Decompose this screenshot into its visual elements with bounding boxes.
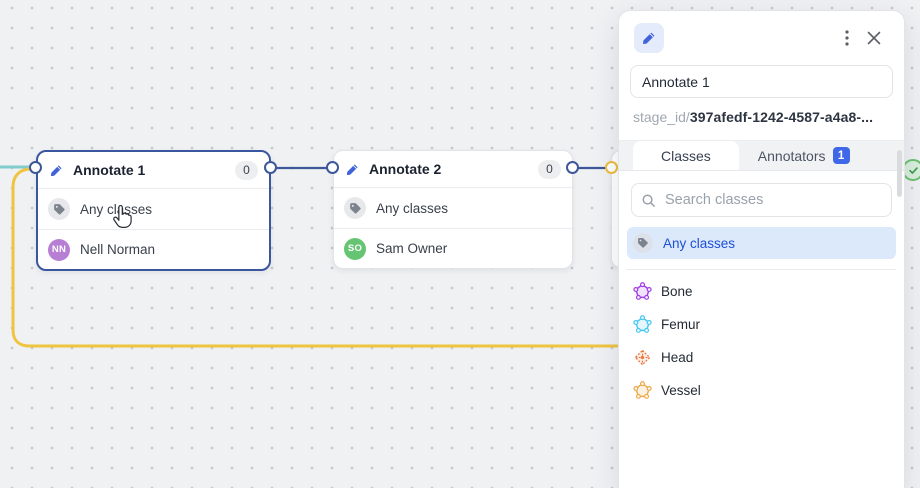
edge-yellow-loop (11, 167, 621, 348)
pencil-icon (50, 164, 62, 176)
annotators-count-badge: 1 (832, 147, 850, 164)
avatar: NN (48, 238, 70, 261)
tab-classes-label: Classes (661, 147, 711, 164)
node-annotate-2[interactable]: Annotate 2 0 Any classes SO Sam Owner (333, 150, 573, 269)
tag-icon (633, 233, 653, 253)
class-label: Femur (661, 317, 701, 332)
node-classes-row[interactable]: Any classes (38, 189, 269, 229)
port-annotate2-in[interactable] (326, 161, 339, 174)
panel-header (619, 11, 904, 63)
stage-id: stage_id/397afedf-1242-4587-a4a8-... (633, 109, 890, 125)
divider (627, 269, 896, 270)
node-title: Annotate 2 (369, 161, 442, 177)
close-icon (867, 31, 881, 45)
port-annotate1-out[interactable] (264, 161, 277, 174)
class-item-vessel[interactable]: Vessel (633, 374, 904, 407)
port-hidden-node-in[interactable] (605, 161, 618, 174)
class-item-femur[interactable]: Femur (633, 308, 904, 341)
search-icon (642, 194, 655, 207)
node-assignee-row[interactable]: NN Nell Norman (38, 229, 269, 269)
search-classes-input[interactable] (663, 191, 882, 209)
pencil-icon (643, 32, 655, 44)
stage-id-value: 397afedf-1242-4587-a4a8-... (689, 109, 874, 125)
close-panel-button[interactable] (858, 26, 890, 50)
panel-tabs: Classes Annotators 1 (619, 140, 904, 171)
port-annotate1-in[interactable] (29, 161, 42, 174)
node-annotate-1[interactable]: Annotate 1 0 Any classes NN Nell Norman (36, 150, 271, 271)
tab-annotators-label: Annotators (757, 147, 826, 164)
node-title: Annotate 1 (73, 162, 146, 178)
node-annotate-2-header[interactable]: Annotate 2 0 (334, 151, 572, 188)
tag-icon (344, 197, 366, 219)
stage-name-input[interactable] (630, 65, 893, 98)
node-annotate-1-header[interactable]: Annotate 1 0 (38, 152, 269, 189)
class-list: Bone Femur Head Vessel (619, 270, 904, 407)
port-annotate2-out[interactable] (566, 161, 579, 174)
polygon-icon (633, 282, 652, 300)
panel-scrollbar-thumb[interactable] (897, 150, 902, 197)
tag-icon (48, 198, 70, 220)
polygon-icon (633, 381, 652, 399)
class-label: Bone (661, 284, 693, 299)
class-label: Vessel (661, 383, 701, 398)
tab-classes[interactable]: Classes (633, 141, 739, 170)
keypoint-icon (634, 349, 651, 366)
search-classes-box[interactable] (631, 183, 892, 217)
class-option-any-classes[interactable]: Any classes (627, 227, 896, 259)
node-classes-label: Any classes (80, 201, 153, 217)
task-count-badge: 0 (538, 159, 561, 179)
stage-id-prefix: stage_id/ (633, 109, 690, 125)
node-classes-label: Any classes (376, 200, 449, 216)
node-assignee-row[interactable]: SO Sam Owner (334, 228, 572, 268)
polygon-icon (633, 315, 652, 333)
any-classes-label: Any classes (663, 235, 736, 251)
node-classes-row[interactable]: Any classes (334, 188, 572, 228)
stage-detail-panel: stage_id/397afedf-1242-4587-a4a8-... Cla… (618, 10, 905, 488)
class-item-head[interactable]: Head (633, 341, 904, 374)
task-count-badge: 0 (235, 160, 258, 180)
node-assignee-name: Nell Norman (80, 242, 156, 257)
class-label: Head (661, 350, 694, 365)
avatar: SO (344, 237, 366, 260)
more-options-button[interactable] (836, 25, 858, 51)
kebab-icon (845, 30, 849, 46)
node-assignee-name: Sam Owner (376, 241, 448, 256)
class-item-bone[interactable]: Bone (633, 275, 904, 308)
pencil-icon (346, 163, 358, 175)
edit-stage-button[interactable] (634, 23, 664, 53)
tab-annotators[interactable]: Annotators 1 (739, 141, 869, 170)
